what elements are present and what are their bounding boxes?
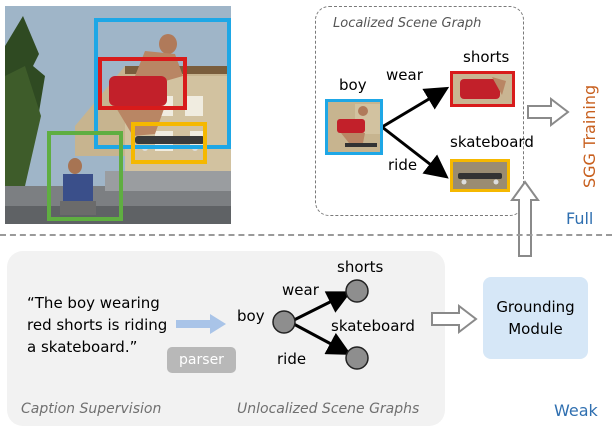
object-label-skateboard: skateboard	[450, 133, 534, 151]
localized-graph-arrows	[381, 86, 450, 179]
shorts-bbox	[98, 57, 187, 110]
relation-label-wear: wear	[386, 66, 423, 84]
shorts-crop-thumbnail	[450, 71, 515, 107]
localized-scene-graph-box	[315, 6, 524, 216]
to-sgg-training-arrow	[527, 97, 570, 127]
unlocalized-subject-boy: boy	[237, 307, 265, 325]
graph-node-skateboard	[345, 346, 369, 370]
caption-line-2: red shorts is riding	[27, 316, 168, 334]
graph-node-boy	[272, 310, 296, 334]
relation-label-ride: ride	[388, 156, 418, 174]
unlocalized-graph	[272, 279, 369, 370]
up-arrow-to-scene-graph	[510, 180, 540, 257]
caption-line-1: “The boy wearing	[27, 294, 160, 312]
localized-scene-graph-title: Localized Scene Graph	[333, 16, 482, 31]
boy-bbox	[94, 18, 231, 149]
grounding-module-line-1: Grounding	[496, 298, 575, 316]
caption-text: “The boy wearing red shorts is riding a …	[27, 292, 167, 358]
unlocalized-relation-wear: wear	[282, 281, 319, 299]
caption-supervision-label: Caption Supervision	[21, 401, 162, 417]
unlocalized-scene-graphs-label: Unlocalized Scene Graphs	[237, 401, 420, 417]
skateboard-crop-thumbnail	[450, 159, 510, 192]
weak-label: Weak	[554, 401, 598, 420]
unlocalized-object-shorts: shorts	[337, 258, 384, 276]
graph-node-shorts	[345, 279, 369, 303]
unlocalized-relation-ride: ride	[277, 350, 307, 368]
to-grounding-arrow	[431, 304, 478, 334]
full-label: Full	[566, 209, 594, 228]
unlocalized-object-skateboard: skateboard	[331, 317, 415, 335]
subject-label-boy: boy	[339, 76, 367, 94]
object-label-shorts: shorts	[463, 48, 510, 66]
caption-line-3: a skateboard.”	[27, 338, 138, 356]
person-bbox	[47, 131, 123, 221]
grounding-module-line-2: Module	[508, 320, 563, 338]
skateboard-bbox	[131, 122, 207, 164]
grounding-module: Grounding Module	[483, 277, 588, 359]
skateboard-photo	[5, 6, 231, 224]
boy-crop-thumbnail	[325, 99, 383, 155]
caption-to-graph-arrow	[176, 314, 226, 334]
caption-panel	[7, 251, 445, 426]
parser-badge: parser	[167, 347, 236, 373]
full-weak-divider	[0, 234, 612, 236]
sgg-training-label: SGG Training	[580, 84, 599, 188]
